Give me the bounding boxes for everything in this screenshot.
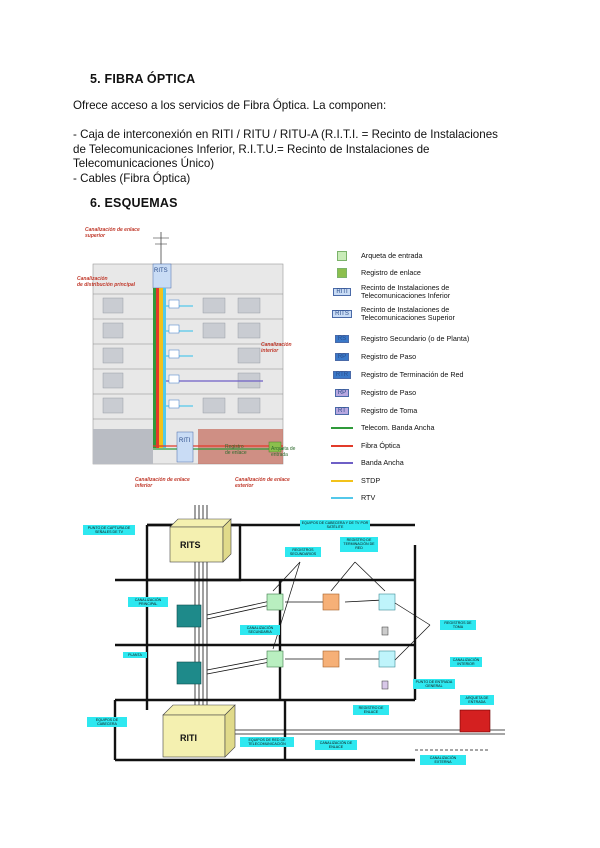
callout-9: PUNTO DE ENTRADA GENERAL	[413, 679, 455, 690]
building-figure: Canalización de enlace superior Canaliza…	[73, 224, 305, 494]
callout-12: EQUIPOS DE CABECERA	[87, 717, 127, 728]
callout-10: ARQUETA DE ENTRADA	[460, 695, 494, 706]
legend-symbol: RS	[323, 335, 361, 343]
callout-5: CANALIZACIÓN SECUNDARIA	[240, 625, 280, 636]
legend-symbol: RP	[323, 389, 361, 397]
legend-symbol: RITI	[323, 288, 361, 296]
legend-symbol: RITS	[323, 310, 361, 318]
legend-label: Registro de enlace	[361, 268, 421, 277]
legend-label: Recinto de Instalaciones de Telecomunica…	[361, 283, 451, 300]
callout-13: EQUIPOS DE RED DE TELECOMUNICACIÓN	[240, 737, 294, 748]
label-bottom-right: Canalización de enlace exterior	[235, 477, 290, 489]
legend-label: Registro de Paso	[361, 352, 417, 361]
section5-heading: 5. FIBRA ÓPTICA	[90, 72, 196, 86]
label-registro: Registro de enlace	[225, 444, 247, 456]
callout-0: PUNTO DE CAPTURA DE SEÑALES DE TV	[83, 525, 135, 536]
legend-symbol	[323, 462, 361, 464]
legend-label: Registro de Toma	[361, 406, 418, 415]
legend-row: Banda Ancha	[323, 456, 404, 470]
callout-11: REGISTRO DE ENLACE	[353, 705, 389, 716]
label-arqueta: Arqueta de entrada	[271, 446, 296, 458]
scheme-figure: RITS RITI PUNTO DE CAPTURA DE SEÑALES DE…	[83, 505, 505, 770]
section5-intro: Ofrece acceso a los servicios de Fibra Ó…	[73, 99, 387, 112]
scheme-diagram	[113, 505, 505, 762]
callout-2: REGISTROS SECUNDARIOS	[285, 547, 321, 558]
callout-3: REGISTRO DE TERMINACIÓN DE RED	[340, 537, 378, 552]
label-riti: RITI	[179, 438, 191, 444]
callout-8: CANALIZACIÓN INTERIOR	[450, 657, 482, 668]
legend-symbol	[323, 268, 361, 278]
legend-symbol	[323, 497, 361, 499]
label-bottom-left: Canalización de enlace inferior	[135, 477, 190, 489]
legend-label: RTV	[361, 493, 376, 502]
legend-row: Fibra Óptica	[323, 439, 400, 453]
scheme-riti-label: RITI	[180, 733, 197, 743]
legend-label: Registro Secundario (o de Planta)	[361, 334, 470, 343]
label-top: Canalización de enlace superior	[85, 227, 140, 239]
legend-row: Arqueta de entrada	[323, 249, 423, 263]
label-rits: RITS	[154, 268, 168, 274]
legend-symbol: RT	[323, 407, 361, 415]
legend-label: Telecom. Banda Ancha	[361, 423, 435, 432]
label-inner: Canalización interior	[261, 342, 292, 354]
section6-heading: 6. ESQUEMAS	[90, 196, 178, 210]
legend-symbol	[323, 480, 361, 482]
legend-row: Registro de enlace	[323, 266, 421, 280]
legend-label: Banda Ancha	[361, 458, 404, 467]
callout-14: CANALIZACIÓN DE ENLACE	[315, 740, 357, 751]
legend-row: Telecom. Banda Ancha	[323, 421, 435, 435]
label-dist: Canalización de distribución principal	[77, 276, 136, 288]
callout-1: EQUIPOS DE CABECERA Y DE TV POR SATÉLITE	[300, 520, 370, 531]
legend-symbol: RP	[323, 353, 361, 361]
legend-row: STDP	[323, 474, 380, 488]
legend-symbol: RTR	[323, 371, 361, 379]
callout-6: REGISTROS DE TOMA	[440, 620, 476, 631]
legend-label: Arqueta de entrada	[361, 251, 423, 260]
legend-label: STDP	[361, 476, 381, 485]
legend-symbol	[323, 251, 361, 261]
building-illustration	[92, 232, 284, 465]
legend-label: Recinto de Instalaciones de Telecomunica…	[361, 305, 455, 322]
legend-symbol	[323, 445, 361, 447]
callout-4: CANALIZACIÓN PRINCIPAL	[128, 597, 168, 608]
callout-7: PLANTA	[123, 652, 147, 659]
callout-15: CANALIZACIÓN EXTERNA	[420, 755, 466, 766]
legend-symbol	[323, 427, 361, 429]
legend-row: RTV	[323, 491, 375, 505]
legend-label: Fibra Óptica	[361, 441, 401, 450]
legend-label: Registro de Terminación de Red	[361, 370, 464, 379]
legend-label: Registro de Paso	[361, 388, 417, 397]
scheme-rits-label: RITS	[180, 540, 201, 550]
section5-items: - Caja de interconexión en RITI / RITU /…	[73, 128, 498, 185]
